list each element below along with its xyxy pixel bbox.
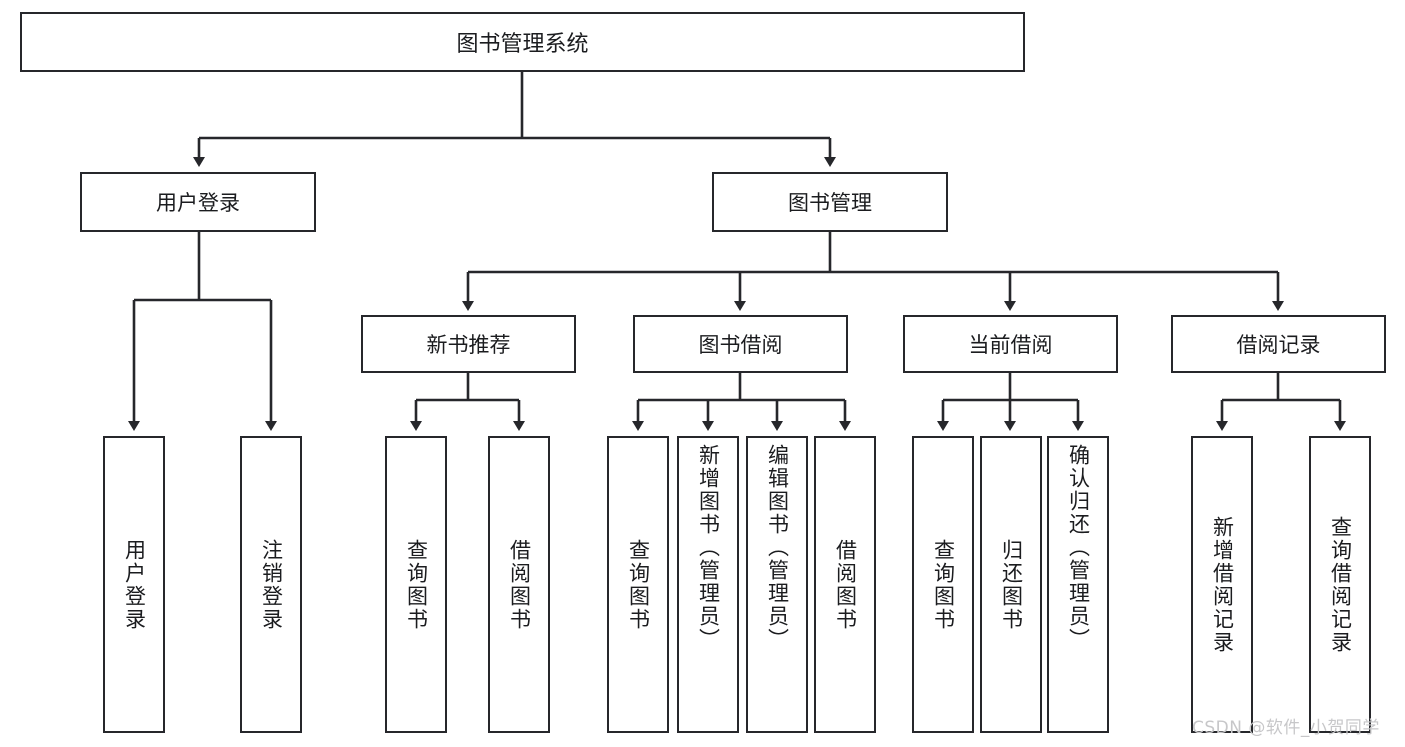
node-leaf-add-borrow-record[interactable]: 新增借阅记录 — [1191, 436, 1253, 733]
node-label: 查询图书 — [931, 538, 956, 631]
node-label: 借阅记录 — [1236, 333, 1321, 357]
node-label: 确认归还（管理员） — [1066, 444, 1091, 651]
node-label: 查询借阅记录 — [1328, 515, 1353, 654]
node-leaf-borrow-book[interactable]: 借阅图书 — [814, 436, 876, 733]
node-label: 查询图书 — [626, 538, 651, 631]
node-label: 用户登录 — [122, 538, 147, 631]
node-label: 借阅图书 — [833, 538, 858, 631]
node-label: 用户登录 — [156, 191, 240, 215]
watermark: CSDN @软件_小贺同学 — [1192, 718, 1380, 738]
node-leaf-add-book[interactable]: 新增图书（管理员） — [677, 436, 739, 733]
node-leaf-return-book[interactable]: 归还图书 — [980, 436, 1042, 733]
node-label: 图书管理系统 — [456, 32, 589, 57]
node-label: 归还图书 — [999, 538, 1024, 631]
node-leaf-query-borrow-record[interactable]: 查询借阅记录 — [1309, 436, 1371, 733]
node-leaf-confirm-return[interactable]: 确认归还（管理员） — [1047, 436, 1109, 733]
node-label: 新书推荐 — [426, 333, 511, 357]
node-user-login[interactable]: 用户登录 — [80, 172, 316, 232]
node-leaf-edit-book[interactable]: 编辑图书（管理员） — [746, 436, 808, 733]
node-leaf-query-book-recommend[interactable]: 查询图书 — [385, 436, 447, 733]
node-current-borrow[interactable]: 当前借阅 — [903, 315, 1118, 373]
node-label: 新增图书（管理员） — [696, 444, 721, 651]
node-label: 图书借阅 — [698, 333, 783, 357]
node-label: 查询图书 — [404, 538, 429, 631]
node-book-manage[interactable]: 图书管理 — [712, 172, 948, 232]
node-label: 新增借阅记录 — [1210, 515, 1235, 654]
node-borrow-record[interactable]: 借阅记录 — [1171, 315, 1386, 373]
node-leaf-query-book-borrow[interactable]: 查询图书 — [607, 436, 669, 733]
node-label: 当前借阅 — [968, 333, 1053, 357]
node-new-book-recommend[interactable]: 新书推荐 — [361, 315, 576, 373]
node-label: 编辑图书（管理员） — [765, 444, 790, 651]
node-leaf-borrow-book-recommend[interactable]: 借阅图书 — [488, 436, 550, 733]
node-root-book-management-system[interactable]: 图书管理系统 — [20, 12, 1025, 72]
node-leaf-logout[interactable]: 注销登录 — [240, 436, 302, 733]
node-book-borrow[interactable]: 图书借阅 — [633, 315, 848, 373]
node-label: 图书管理 — [788, 191, 872, 215]
node-label: 注销登录 — [259, 538, 284, 631]
node-label: 借阅图书 — [507, 538, 532, 631]
node-leaf-query-book-current[interactable]: 查询图书 — [912, 436, 974, 733]
node-leaf-user-login[interactable]: 用户登录 — [103, 436, 165, 733]
